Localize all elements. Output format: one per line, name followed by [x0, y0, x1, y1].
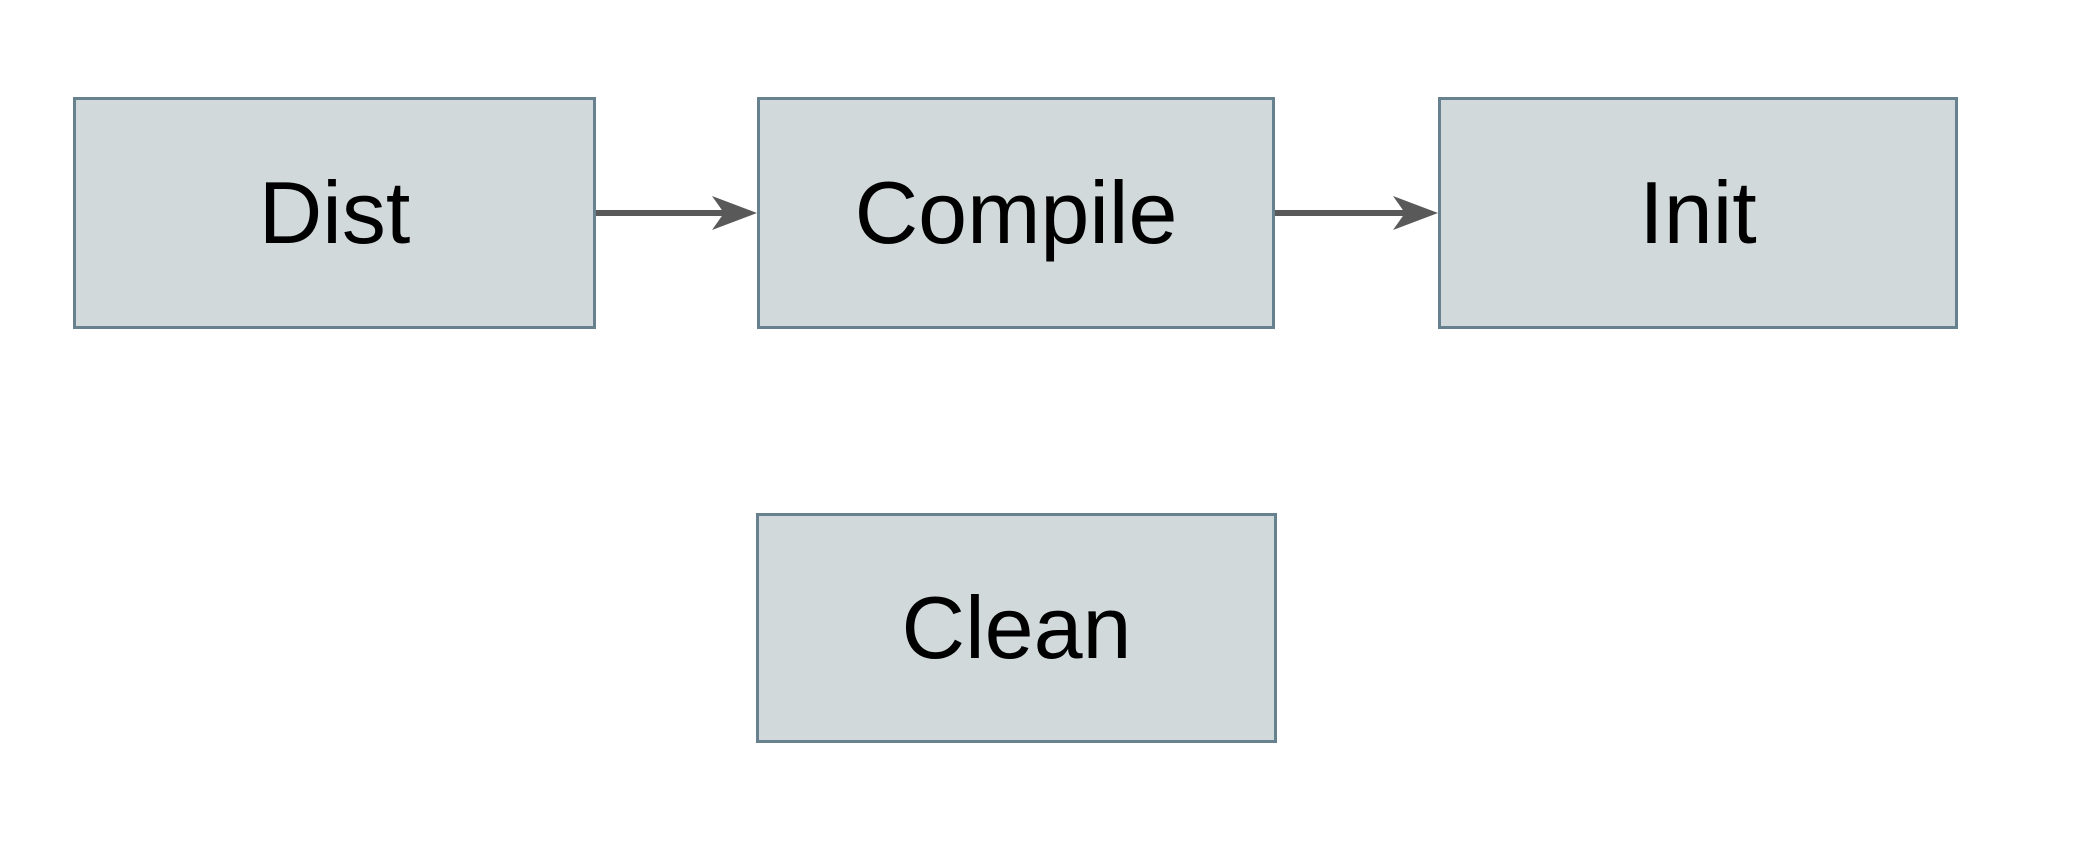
node-compile-label: Compile	[854, 163, 1178, 262]
arrowhead-icon	[712, 196, 757, 230]
node-clean-label: Clean	[901, 578, 1132, 677]
arrow-dist-to-compile	[596, 196, 757, 230]
arrowhead-icon	[1393, 196, 1438, 230]
arrow-compile-to-init	[1275, 196, 1438, 230]
node-compile: Compile	[757, 97, 1275, 329]
node-clean: Clean	[756, 513, 1277, 743]
node-dist: Dist	[73, 97, 596, 329]
node-dist-label: Dist	[258, 163, 411, 262]
node-init-label: Init	[1639, 163, 1757, 262]
node-init: Init	[1438, 97, 1958, 329]
